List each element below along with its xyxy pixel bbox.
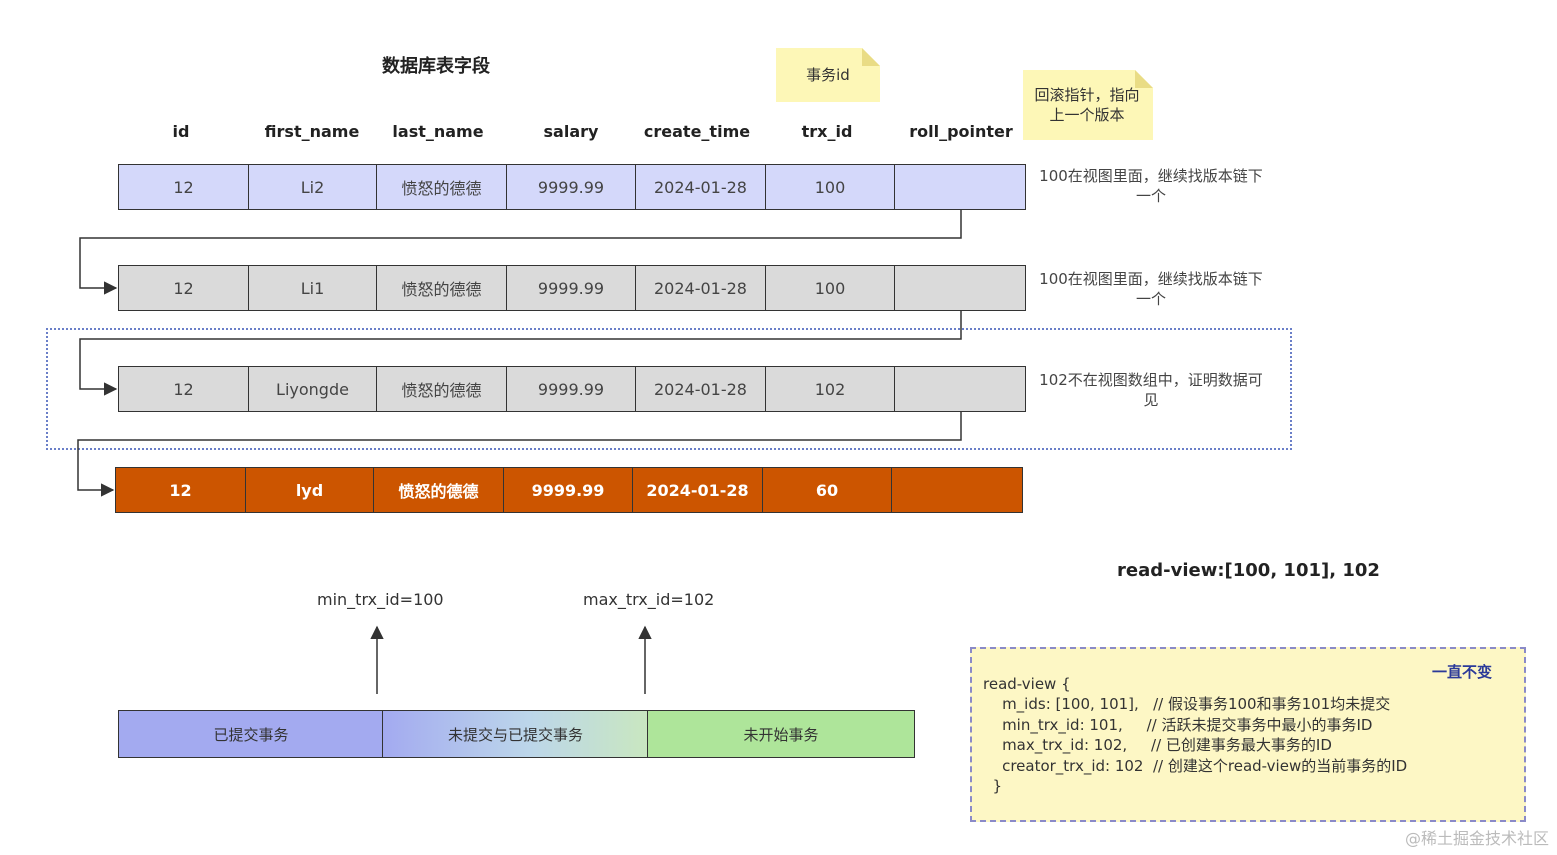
cell-id: 12 [118,366,249,412]
cell-roll-pointer [894,265,1026,311]
column-header-salary: salary [543,122,599,141]
read-view-code: read-view { m_ids: [100, 101], // 假设事务10… [983,675,1408,796]
column-header-create-time: create_time [643,122,751,141]
cell-salary: 9999.99 [505,265,637,311]
cell-trx-id: 100 [764,265,896,311]
cell-first-name: Li2 [247,164,378,210]
column-header-id: id [172,122,190,141]
sticky-note-trx-id: 事务id [776,48,880,102]
cell-roll-pointer [891,467,1023,513]
chain-arrow-3 [77,412,962,497]
read-view-label: read-view:[100, 101], 102 [1117,560,1380,581]
column-header-last-name: last_name [392,122,484,141]
cell-create-time: 2024-01-28 [635,164,766,210]
table-row: 12 Li2 愤怒的德德 9999.99 2024-01-28 100 [118,164,1026,210]
cell-create-time: 2024-01-28 [632,467,763,513]
cell-last-name: 愤怒的德德 [376,366,507,412]
watermark: @稀土掘金技术社区 [1404,829,1549,848]
cell-first-name: lyd [244,467,375,513]
cell-first-name: Li1 [247,265,378,311]
cell-first-name: Liyongde [247,366,378,412]
cell-trx-id: 60 [761,467,893,513]
segment-committed: 已提交事务 [118,710,384,758]
sticky-note-text: 回滚指针，指向上一个版本 [1034,86,1140,124]
cell-trx-id: 102 [764,366,896,412]
cell-salary: 9999.99 [505,164,637,210]
cell-last-name: 愤怒的德德 [376,265,507,311]
read-view-tag: 一直不变 [1432,663,1493,681]
cell-create-time: 2024-01-28 [635,265,766,311]
diagram-title: 数据库表字段 [382,56,490,77]
chain-arrow-1 [79,210,962,295]
segment-uncommitted-and-committed: 未提交与已提交事务 [382,710,649,758]
chain-arrow-2 [79,311,962,396]
sticky-note-roll-pointer: 回滚指针，指向上一个版本 [1023,70,1153,140]
column-header-roll-pointer: roll_pointer [909,122,1013,141]
cell-id: 12 [118,164,249,210]
segment-not-started: 未开始事务 [647,710,915,758]
cell-roll-pointer [894,366,1026,412]
version-note: 102不在视图数组中，证明数据可见 [1039,371,1263,409]
cell-salary: 9999.99 [502,467,634,513]
cell-trx-id: 100 [764,164,896,210]
cell-id: 12 [118,265,249,311]
cell-last-name: 愤怒的德德 [376,164,507,210]
read-view-box [970,647,1526,822]
cell-create-time: 2024-01-28 [635,366,766,412]
max-trx-id-label: max_trx_id=102 [583,590,715,609]
cell-id: 12 [115,467,246,513]
cell-last-name: 愤怒的德德 [373,467,504,513]
version-note: 100在视图里面，继续找版本链下一个 [1039,167,1263,205]
table-row: 12 Li1 愤怒的德德 9999.99 2024-01-28 100 [118,265,1026,311]
min-trx-id-label: min_trx_id=100 [317,590,444,609]
column-header-trx-id: trx_id [801,122,853,141]
cell-salary: 9999.99 [505,366,637,412]
table-row-current: 12 lyd 愤怒的德德 9999.99 2024-01-28 60 [115,467,1023,513]
sticky-note-text: 事务id [806,66,850,84]
column-header-first-name: first_name [264,122,360,141]
table-row: 12 Liyongde 愤怒的德德 9999.99 2024-01-28 102 [118,366,1026,412]
cell-roll-pointer [894,164,1026,210]
visible-version-group [46,328,1292,450]
version-note: 100在视图里面，继续找版本链下一个 [1039,270,1263,308]
